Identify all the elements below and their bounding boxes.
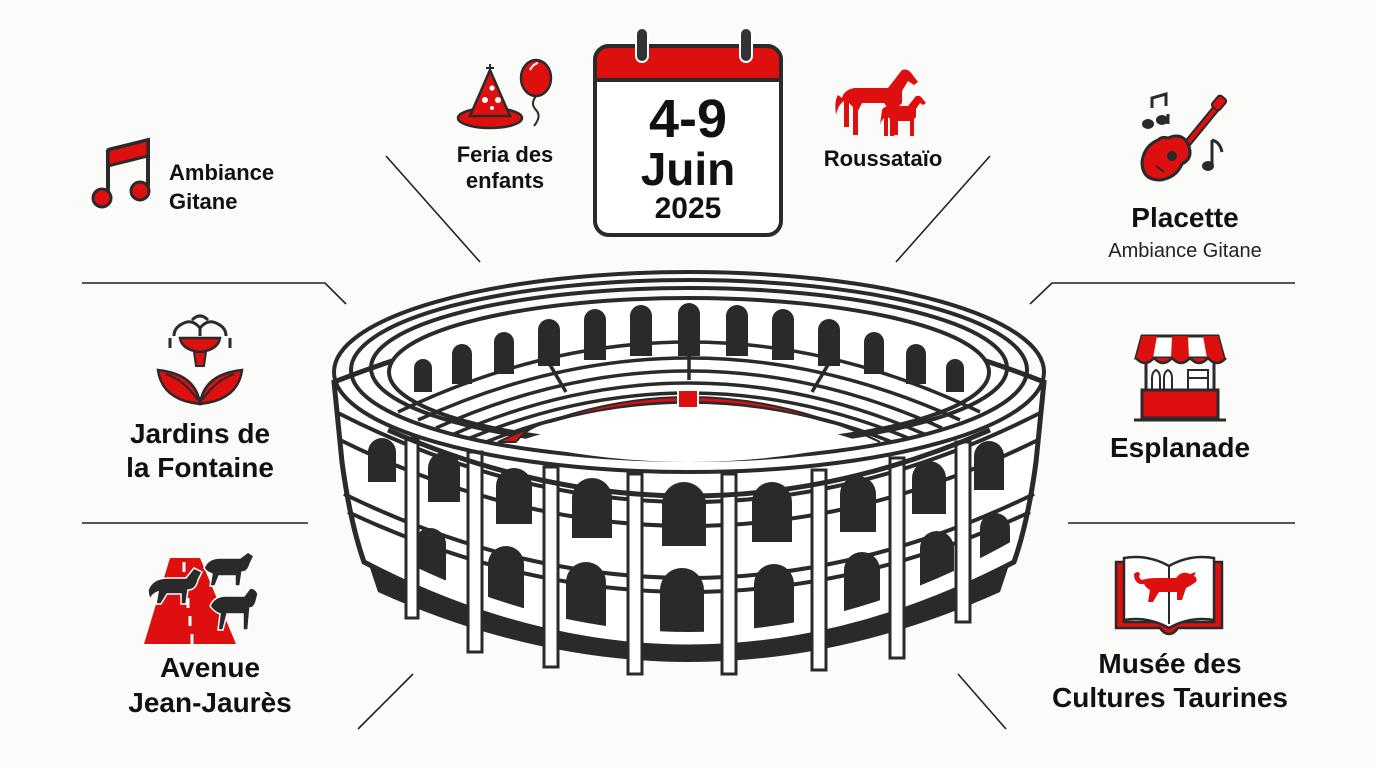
ambiance-gitane-line1: Ambiance (169, 160, 275, 185)
arena-amphitheatre-icon (331, 270, 1047, 676)
feria-enfants-item: Feria des enfants (440, 58, 570, 197)
jardins-line2: la Fontaine (126, 452, 274, 483)
ambiance-gitane-item: Ambiance Gitane (90, 136, 320, 216)
placette-item: Placette Ambiance Gitane (1080, 92, 1290, 269)
calendar-month: Juin (640, 143, 736, 195)
feria-enfants-line1: Feria des (456, 142, 554, 167)
ambiance-gitane-line2: Gitane (169, 189, 238, 214)
avenue-line1: Avenue (159, 652, 261, 683)
placette-title: Placette (1131, 202, 1239, 233)
roussataio-label: Roussataïo (823, 146, 943, 171)
market-stall-icon (1134, 334, 1227, 422)
music-note-icon (91, 137, 151, 209)
guitar-icon (1140, 92, 1228, 182)
roussataio-item: Roussataïo (812, 66, 952, 176)
jardins-item: Jardins de la Fontaine (100, 310, 300, 490)
calendar-year: 2025 (654, 192, 722, 225)
feria-enfants-line2: enfants (465, 168, 545, 193)
road-bulls-horse-icon (144, 551, 259, 644)
esplanade-item: Esplanade (1090, 330, 1270, 470)
placette-subtitle: Ambiance Gitane (1108, 240, 1262, 262)
calendar-card: 4-9 Juin 2025 (592, 26, 784, 238)
horses-icon (835, 69, 926, 136)
musee-line2: Cultures Taurines (1052, 682, 1288, 713)
calendar-icon (593, 27, 783, 237)
jardins-line1: Jardins de (129, 418, 271, 449)
party-hat-balloon-icon (456, 58, 553, 130)
fountain-leaves-icon (156, 314, 244, 406)
musee-item: Musée des Cultures Taurines (1020, 554, 1320, 724)
book-bull-icon (1114, 555, 1224, 636)
esplanade-label: Esplanade (1109, 432, 1251, 463)
calendar-dates: 4-9 (648, 89, 728, 149)
musee-line1: Musée des (1098, 648, 1242, 679)
avenue-item: Avenue Jean-Jaurès (100, 551, 320, 722)
avenue-line2: Jean-Jaurès (128, 687, 292, 718)
